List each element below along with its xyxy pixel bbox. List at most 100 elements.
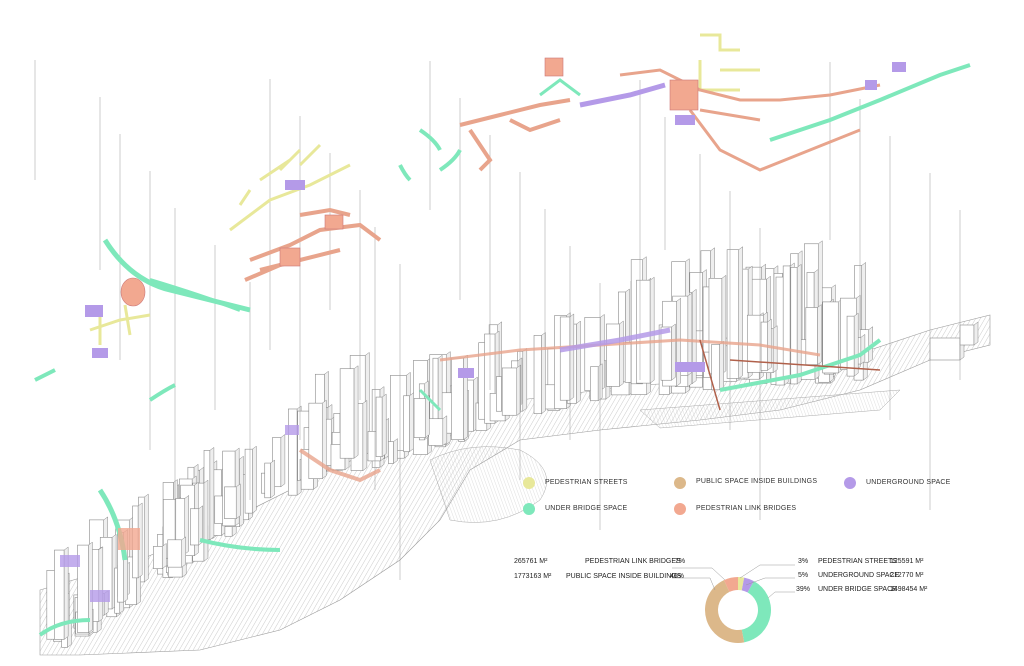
building-block-side (63, 546, 69, 640)
building-block-side (463, 354, 468, 441)
building-block-side (98, 546, 104, 622)
stat-area-streets: 125591 M² (890, 558, 924, 565)
building-block-side (209, 446, 215, 541)
building-block-side (393, 438, 398, 464)
donut-leader-lines (672, 564, 795, 599)
building-block (660, 326, 672, 381)
building-block (590, 366, 599, 402)
building-block-side (162, 542, 167, 570)
legend-public-space-inside-buildings: PUBLIC SPACE INSIDE BUILDINGS (696, 478, 817, 485)
legend-dot-under-bridge (523, 503, 535, 515)
building-block-side (362, 399, 368, 472)
donut-slice-pedestrian-link-bridges (723, 577, 738, 592)
link-bridge-node (120, 277, 146, 307)
pedestrian-street-network (698, 33, 760, 92)
building-block-side (576, 320, 581, 404)
building-block (959, 324, 975, 346)
under-bridge-network (149, 278, 241, 312)
building-block (496, 376, 502, 412)
building-block-side (772, 325, 778, 374)
building-block-side (687, 292, 693, 376)
pedestrian-street-network (89, 304, 151, 345)
building-block-side (252, 445, 257, 514)
building-block-side (409, 392, 414, 453)
building-block (782, 265, 791, 377)
building-block (790, 267, 798, 385)
building-block-side (541, 331, 546, 415)
legend-pedestrian-link-bridges: PEDESTRIAN LINK BRIDGES (696, 505, 796, 512)
legend-label: PEDESTRIAN STREETS (545, 479, 628, 486)
building-block (153, 546, 163, 569)
building-block-side (868, 326, 874, 363)
building-blocks (46, 240, 979, 648)
legend-label: UNDERGROUND SPACE (866, 479, 951, 486)
legend-dot-public-space (674, 477, 686, 489)
building-block (167, 539, 183, 568)
building-block-side (973, 321, 979, 346)
legend-label: UNDER BRIDGE SPACE (545, 505, 628, 512)
building-block-side (853, 312, 859, 377)
underground-node (85, 305, 103, 317)
building-block-side (144, 493, 149, 583)
building-block-side (353, 365, 359, 459)
building-block-side (676, 297, 681, 387)
under-bridge-network (34, 368, 176, 402)
under-bridge-network (769, 63, 971, 142)
stat-pct-streets: 3% (798, 558, 809, 565)
building-block (726, 249, 740, 379)
building-block (501, 367, 518, 416)
stat-area-under-bridge: 1498454 M² (890, 586, 928, 593)
building-block (606, 323, 620, 387)
building-block-side (817, 304, 822, 366)
building-block-side (671, 323, 676, 381)
legend-pedestrian-streets: PEDESTRIAN STREETS (545, 479, 628, 486)
building-block-side (569, 313, 575, 401)
waterfront-ground (39, 314, 991, 656)
building-block-side (181, 536, 186, 568)
building-block (224, 486, 237, 519)
stat-pct-public-space: 46% (670, 573, 685, 580)
underground-node (92, 348, 108, 358)
legend-dot-link-bridges (674, 503, 686, 515)
stat-pct-link-bridges: 7% (675, 558, 686, 565)
donut-slice-public-space-inside-buildings (704, 580, 745, 643)
legend-underground-space: UNDERGROUND SPACE (866, 479, 951, 486)
building-block (264, 462, 271, 499)
stat-pct-under-bridge: 39% (796, 586, 811, 593)
building-block (375, 396, 383, 457)
under-bridge-network (539, 78, 581, 97)
legend-label: PUBLIC SPACE INSIDE BUILDINGS (696, 478, 818, 485)
stat-pct-underground: 5% (798, 572, 809, 579)
building-block-side (88, 541, 93, 634)
building-block (339, 368, 355, 459)
stat-area-link-bridges: 265761 M² (514, 558, 548, 565)
area-share-donut-chart (704, 577, 771, 643)
building-block-side (442, 415, 448, 446)
building-block (413, 398, 426, 438)
legend-dot-pedestrian-streets (523, 477, 535, 489)
vertical-leader-lines (34, 60, 961, 580)
under-bridge-network (418, 128, 442, 151)
elevated-network-layer (34, 33, 971, 402)
building-block (559, 316, 571, 401)
building-block (533, 335, 542, 414)
building-block (288, 408, 298, 496)
building-block (308, 402, 323, 479)
underground-node (675, 115, 695, 125)
link-bridge-node (544, 57, 564, 77)
building-block-side (691, 288, 697, 385)
building-block-side (860, 333, 866, 365)
stat-area-public-space: 1773163 M² (514, 573, 552, 580)
building-block-side (270, 459, 275, 499)
link-bridge-network (619, 68, 881, 172)
building-block-side (522, 347, 528, 412)
building-block (544, 384, 557, 410)
building-block-side (796, 263, 802, 385)
underground-node (285, 180, 305, 190)
building-block-side (280, 434, 286, 488)
building-block-side (649, 276, 655, 384)
under-bridge-network (398, 164, 412, 182)
underground-node (865, 80, 877, 90)
building-block (190, 508, 200, 546)
link-bridge-node (669, 79, 699, 111)
